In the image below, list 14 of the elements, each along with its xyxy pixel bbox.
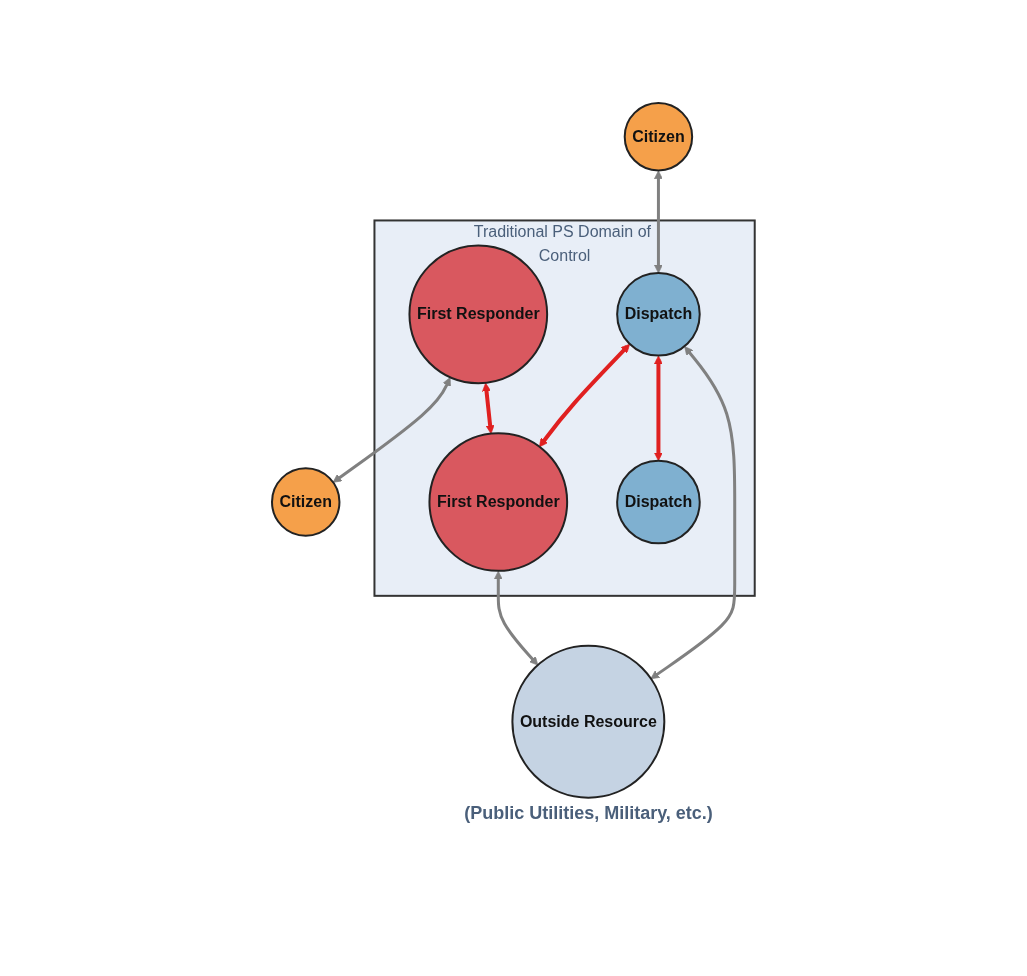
arrow: [482, 382, 495, 434]
arrow: [654, 170, 663, 273]
node-circle: Citizen: [271, 466, 341, 537]
node-circle: Dispatch: [616, 459, 701, 544]
arrow: [654, 355, 663, 461]
node-circle: First Responder: [428, 431, 569, 572]
node-circle: Citizen: [623, 101, 694, 172]
node-circle: Dispatch: [616, 271, 701, 357]
node-circle: Outside Resource: [511, 644, 666, 799]
node-caption: (Public Utilities, Military, etc.): [464, 803, 713, 825]
arrow: [539, 343, 631, 447]
arrow: [494, 570, 539, 666]
arrow: [332, 376, 451, 483]
arrow: [650, 345, 737, 679]
